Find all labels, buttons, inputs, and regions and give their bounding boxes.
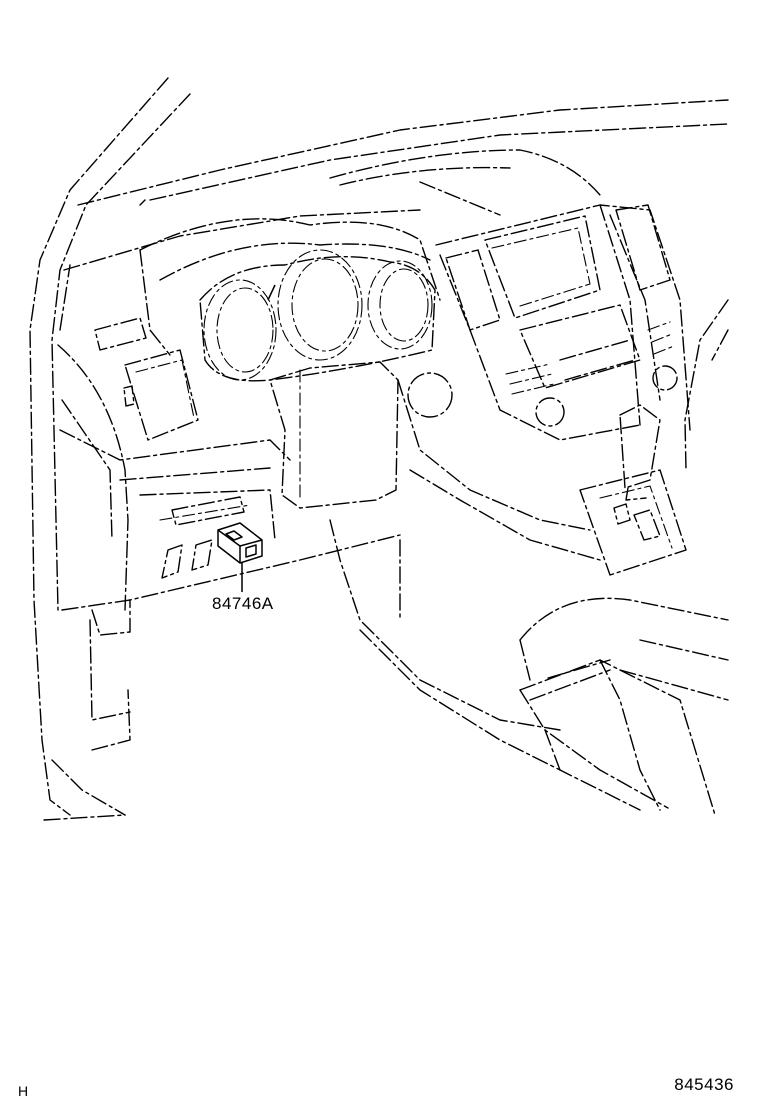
nav-screen xyxy=(484,215,601,319)
lower-console xyxy=(519,659,716,816)
part-number-label: 84746A xyxy=(212,594,274,613)
shift-gate xyxy=(579,469,687,576)
left-vent xyxy=(94,317,199,441)
corner-mark: H xyxy=(18,1083,29,1099)
center-vent-right xyxy=(615,204,675,355)
instrument-cluster-hood xyxy=(139,218,441,356)
figure-number: 845436 xyxy=(674,1075,734,1094)
floor-lines xyxy=(359,629,641,811)
center-vent-left xyxy=(445,249,501,331)
part-84746a-switch xyxy=(217,522,263,592)
center-stack xyxy=(435,204,691,441)
knob-center xyxy=(535,397,565,427)
switch-bank xyxy=(159,496,251,579)
gauge-right xyxy=(367,260,433,350)
console-body xyxy=(329,379,729,731)
knob-left xyxy=(407,372,453,418)
audio-panel xyxy=(505,304,641,395)
steering-column xyxy=(269,361,399,509)
dashboard-top xyxy=(59,149,601,331)
lower-left-panel xyxy=(57,344,401,751)
gauge-left xyxy=(203,279,277,381)
windshield-edge xyxy=(77,99,729,206)
gauge-center xyxy=(277,249,363,361)
a-pillar xyxy=(29,77,191,821)
right-trim xyxy=(619,299,729,701)
knob-right xyxy=(652,365,678,391)
